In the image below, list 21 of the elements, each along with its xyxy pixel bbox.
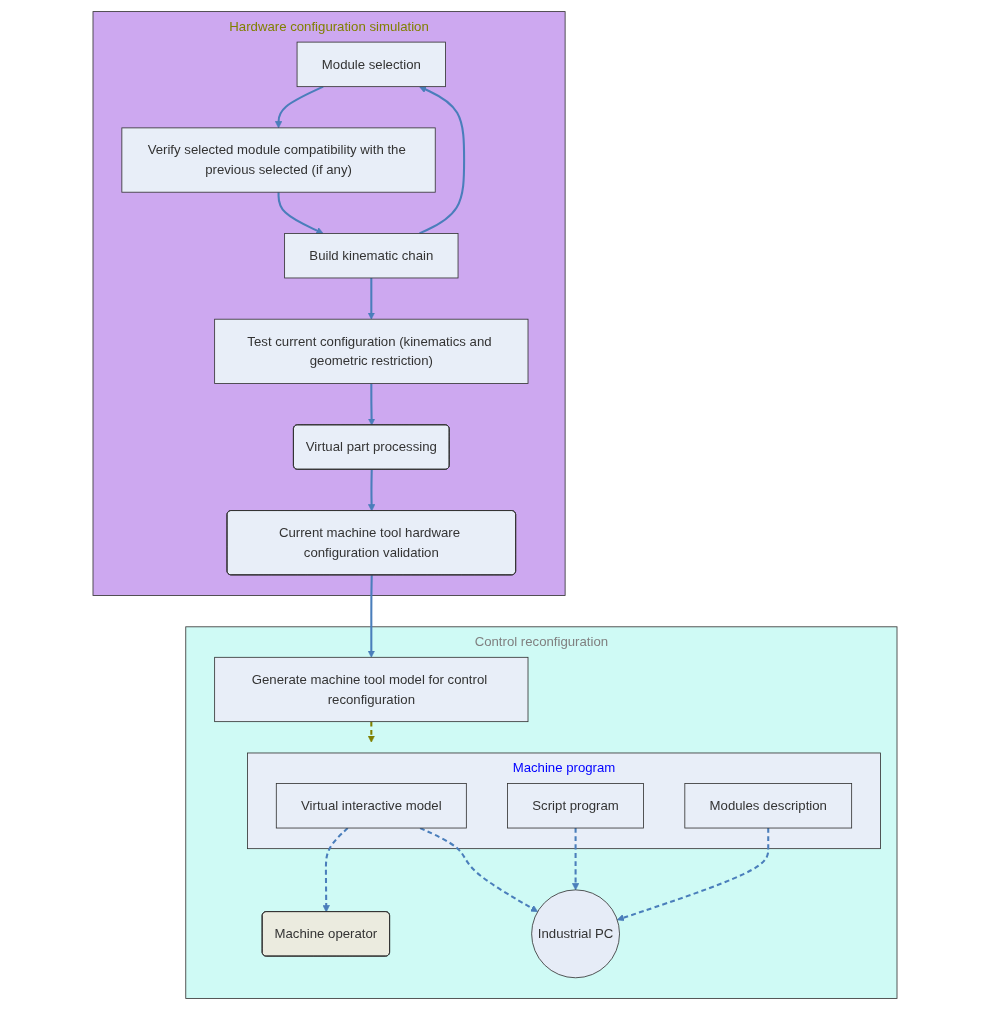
arrow — [367, 575, 375, 658]
node-circle: Industrial PC — [531, 889, 620, 979]
node-box: Build kinematic chain — [284, 233, 459, 279]
arrow — [616, 828, 770, 922]
node-box: Module selection — [296, 41, 446, 88]
arrow — [368, 383, 376, 426]
arrow — [571, 828, 580, 891]
node-box: Test current configuration (kinematics and geometric restriction) — [214, 318, 529, 384]
node-box: Script program — [507, 783, 644, 829]
arrow — [419, 827, 538, 912]
arrow — [322, 827, 349, 913]
node-box: Virtual interactive model — [275, 783, 467, 829]
node-box: Modules description — [684, 783, 853, 829]
node-box: Generate machine tool model for control reconfiguration — [214, 656, 529, 723]
node-box: Verify selected module compatibility with the previous selected (if any) — [121, 127, 436, 193]
arrow — [367, 721, 375, 743]
arrow — [277, 192, 324, 234]
arrow — [419, 86, 466, 235]
arrow — [368, 469, 376, 512]
arrow — [274, 85, 324, 129]
arrow — [367, 277, 375, 320]
